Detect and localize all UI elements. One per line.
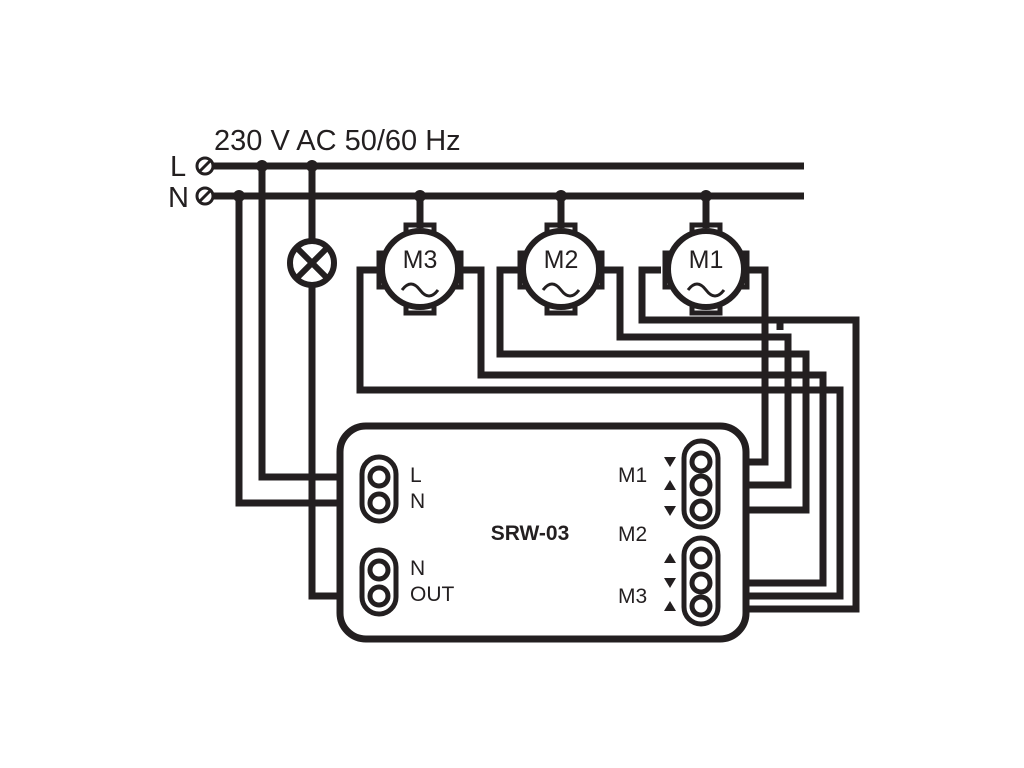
motor-m1-label: M1	[689, 246, 724, 274]
terminal-label-n: N	[410, 490, 425, 513]
channel-label-m2: M2	[618, 523, 647, 546]
wire-m2-b	[496, 266, 810, 514]
line-terminal-label: L	[170, 151, 186, 183]
motor-m2-label: M2	[544, 246, 579, 274]
motor-terminal-block-upper	[681, 438, 721, 530]
module-model-label: SRW-03	[491, 522, 570, 545]
arrow-down-icon	[664, 578, 676, 588]
supply-label: 230 V AC 50/60 Hz	[214, 125, 461, 157]
output-terminal-block	[359, 547, 399, 617]
line-supply-terminal	[195, 156, 215, 176]
neutral-supply-terminal	[195, 186, 215, 206]
wire-m2-a	[600, 266, 792, 489]
motor-terminal-block-lower	[681, 535, 721, 627]
ac-symbol-icon	[541, 282, 581, 298]
motor-m3: M3	[376, 222, 464, 316]
terminal-label-out-n: N	[410, 557, 425, 580]
arrow-down-icon	[664, 506, 676, 516]
terminal-label-out: OUT	[410, 583, 455, 606]
srw-03-module	[336, 422, 750, 643]
motor-m2: M2	[517, 222, 605, 316]
lamp-icon	[287, 238, 337, 288]
arrow-down-icon	[664, 457, 676, 467]
arrow-up-icon	[664, 480, 676, 490]
wire-line-to-module	[258, 166, 370, 481]
arrow-up-icon	[664, 601, 676, 611]
motor-m3-label: M3	[403, 246, 438, 274]
ac-symbol-icon	[400, 282, 440, 298]
channel-label-m3: M3	[618, 585, 647, 608]
motor-m1: M1	[662, 222, 750, 316]
wire-m3-a	[458, 266, 827, 587]
ac-symbol-icon	[686, 282, 726, 298]
terminal-label-l: L	[410, 464, 422, 487]
channel-label-m1: M1	[618, 464, 647, 487]
wire-m3-b	[356, 266, 844, 600]
arrow-up-icon	[664, 553, 676, 563]
power-terminal-block	[359, 454, 399, 524]
wire-m1-b	[642, 316, 860, 613]
neutral-terminal-label: N	[168, 182, 189, 214]
wire-neutral-to-module	[235, 196, 370, 507]
